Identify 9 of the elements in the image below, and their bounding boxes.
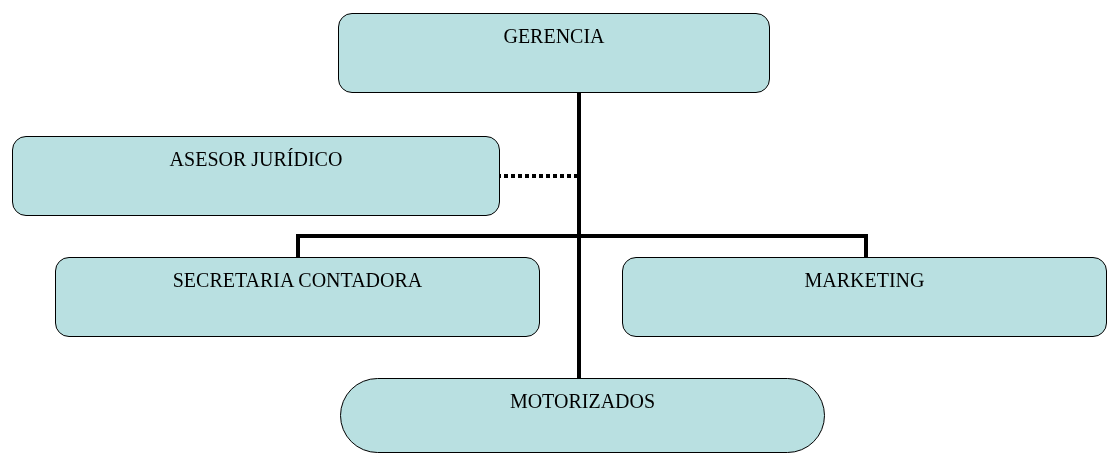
- box-label: MARKETING: [804, 268, 925, 292]
- box-label: ASESOR JURÍDICO: [169, 147, 343, 171]
- box-label: MOTORIZADOS: [509, 389, 656, 413]
- org-box: [55, 257, 540, 337]
- org-box: [338, 13, 770, 93]
- org-box: [622, 257, 1107, 337]
- box-label: GERENCIA: [503, 24, 605, 48]
- org-box: [12, 136, 500, 216]
- box-label: SECRETARIA CONTADORA: [172, 268, 423, 292]
